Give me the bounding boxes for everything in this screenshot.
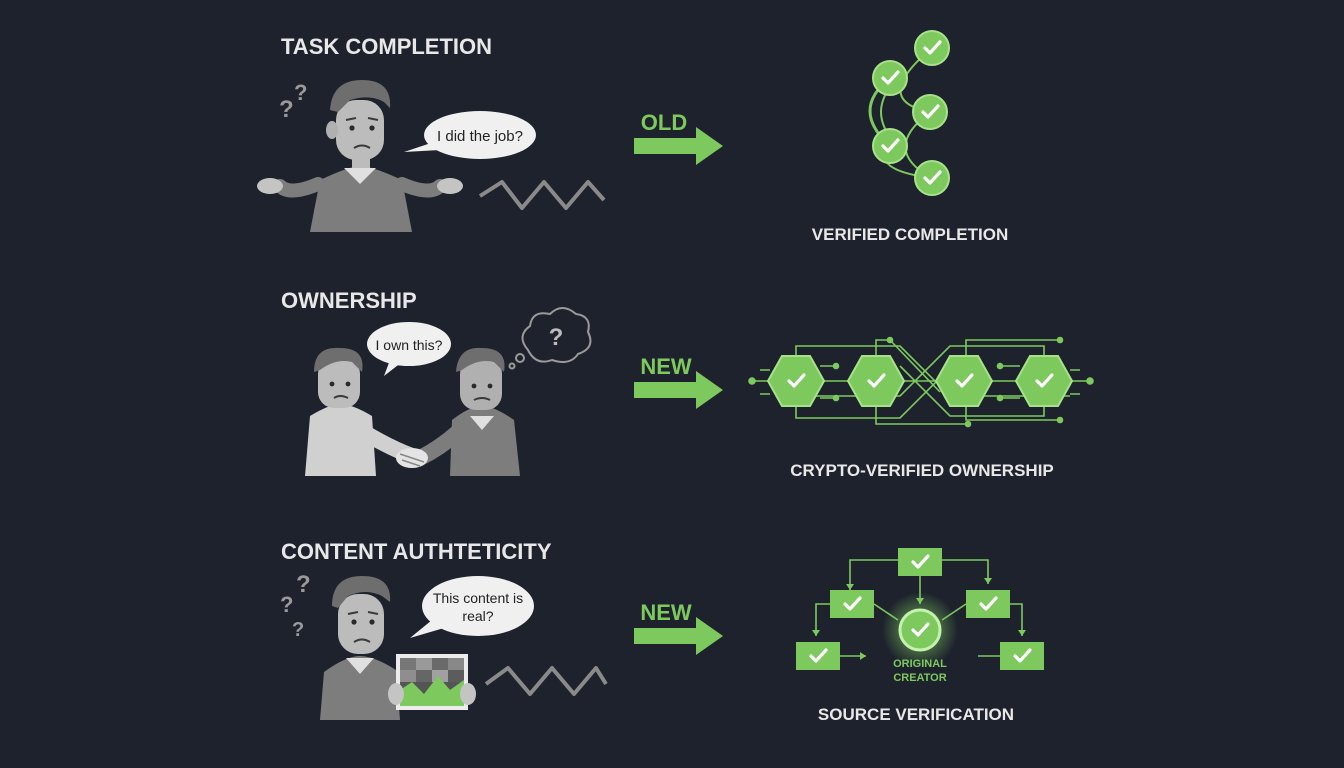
hexagon-nodes [766, 355, 1074, 407]
row-task-completion: TASK COMPLETION ? ? I did [257, 30, 1008, 244]
section-title-content-authenticity: CONTENT AUTHTETICITY [281, 539, 552, 564]
result-caption: CRYPTO-VERIFIED OWNERSHIP [790, 461, 1054, 480]
question-mark-icon: ? [280, 592, 293, 617]
arrow-right-icon [634, 371, 723, 409]
section-title-ownership: OWNERSHIP [281, 288, 417, 313]
thought-bubble: ? [508, 307, 592, 370]
speech-bubble-text: I own this? [376, 337, 443, 353]
pixelated-image [388, 654, 476, 710]
arrow-label: NEW [640, 354, 692, 379]
result-caption: VERIFIED COMPLETION [812, 225, 1008, 244]
transition-arrow: OLD [634, 110, 723, 165]
question-mark-icon: ? [549, 324, 564, 351]
speech-bubble: This content is real? [410, 576, 534, 638]
hexagon-icon [846, 355, 906, 407]
center-node-label-line1: ORIGINAL [893, 658, 947, 670]
zigzag-icon [484, 666, 608, 696]
row-ownership: OWNERSHIP [281, 288, 1094, 480]
arrow-right-icon [634, 617, 723, 655]
glow-check-icon [882, 592, 958, 668]
hexagon-icon [934, 355, 994, 407]
two-people-handshake [305, 347, 520, 476]
hexagon-icon [1014, 355, 1074, 407]
zigzag-icon [478, 180, 606, 210]
arrow-label: NEW [640, 600, 692, 625]
source-verification-tree: ORIGINAL CREATOR [796, 548, 1044, 684]
person-holding-image-figure: ? ? ? [280, 571, 476, 720]
confused-person-figure: ? ? [257, 80, 463, 232]
question-mark-icon: ? [294, 80, 307, 105]
question-mark-icon: ? [296, 571, 311, 598]
hexagon-icon [766, 355, 826, 407]
verified-completion-chain [868, 30, 950, 196]
speech-bubble: I did the job? [404, 111, 536, 159]
section-title-task-completion: TASK COMPLETION [281, 34, 492, 59]
speech-bubble-text-line1: This content is [433, 590, 523, 606]
arrow-right-icon [634, 127, 723, 165]
transition-arrow: NEW [634, 600, 723, 655]
speech-bubble: I own this? [367, 322, 451, 376]
handshake-icon [396, 448, 428, 468]
question-mark-icon: ? [279, 96, 294, 123]
result-caption: SOURCE VERIFICATION [818, 705, 1014, 724]
speech-bubble-text: I did the job? [437, 128, 523, 145]
center-node-label-line2: CREATOR [893, 672, 946, 684]
transition-arrow: NEW [634, 354, 723, 409]
arrow-label: OLD [641, 110, 687, 135]
row-content-authenticity: CONTENT AUTHTETICITY ? ? ? [280, 539, 1044, 724]
speech-bubble-text-line2: real? [462, 608, 493, 624]
question-mark-icon: ? [292, 619, 304, 641]
